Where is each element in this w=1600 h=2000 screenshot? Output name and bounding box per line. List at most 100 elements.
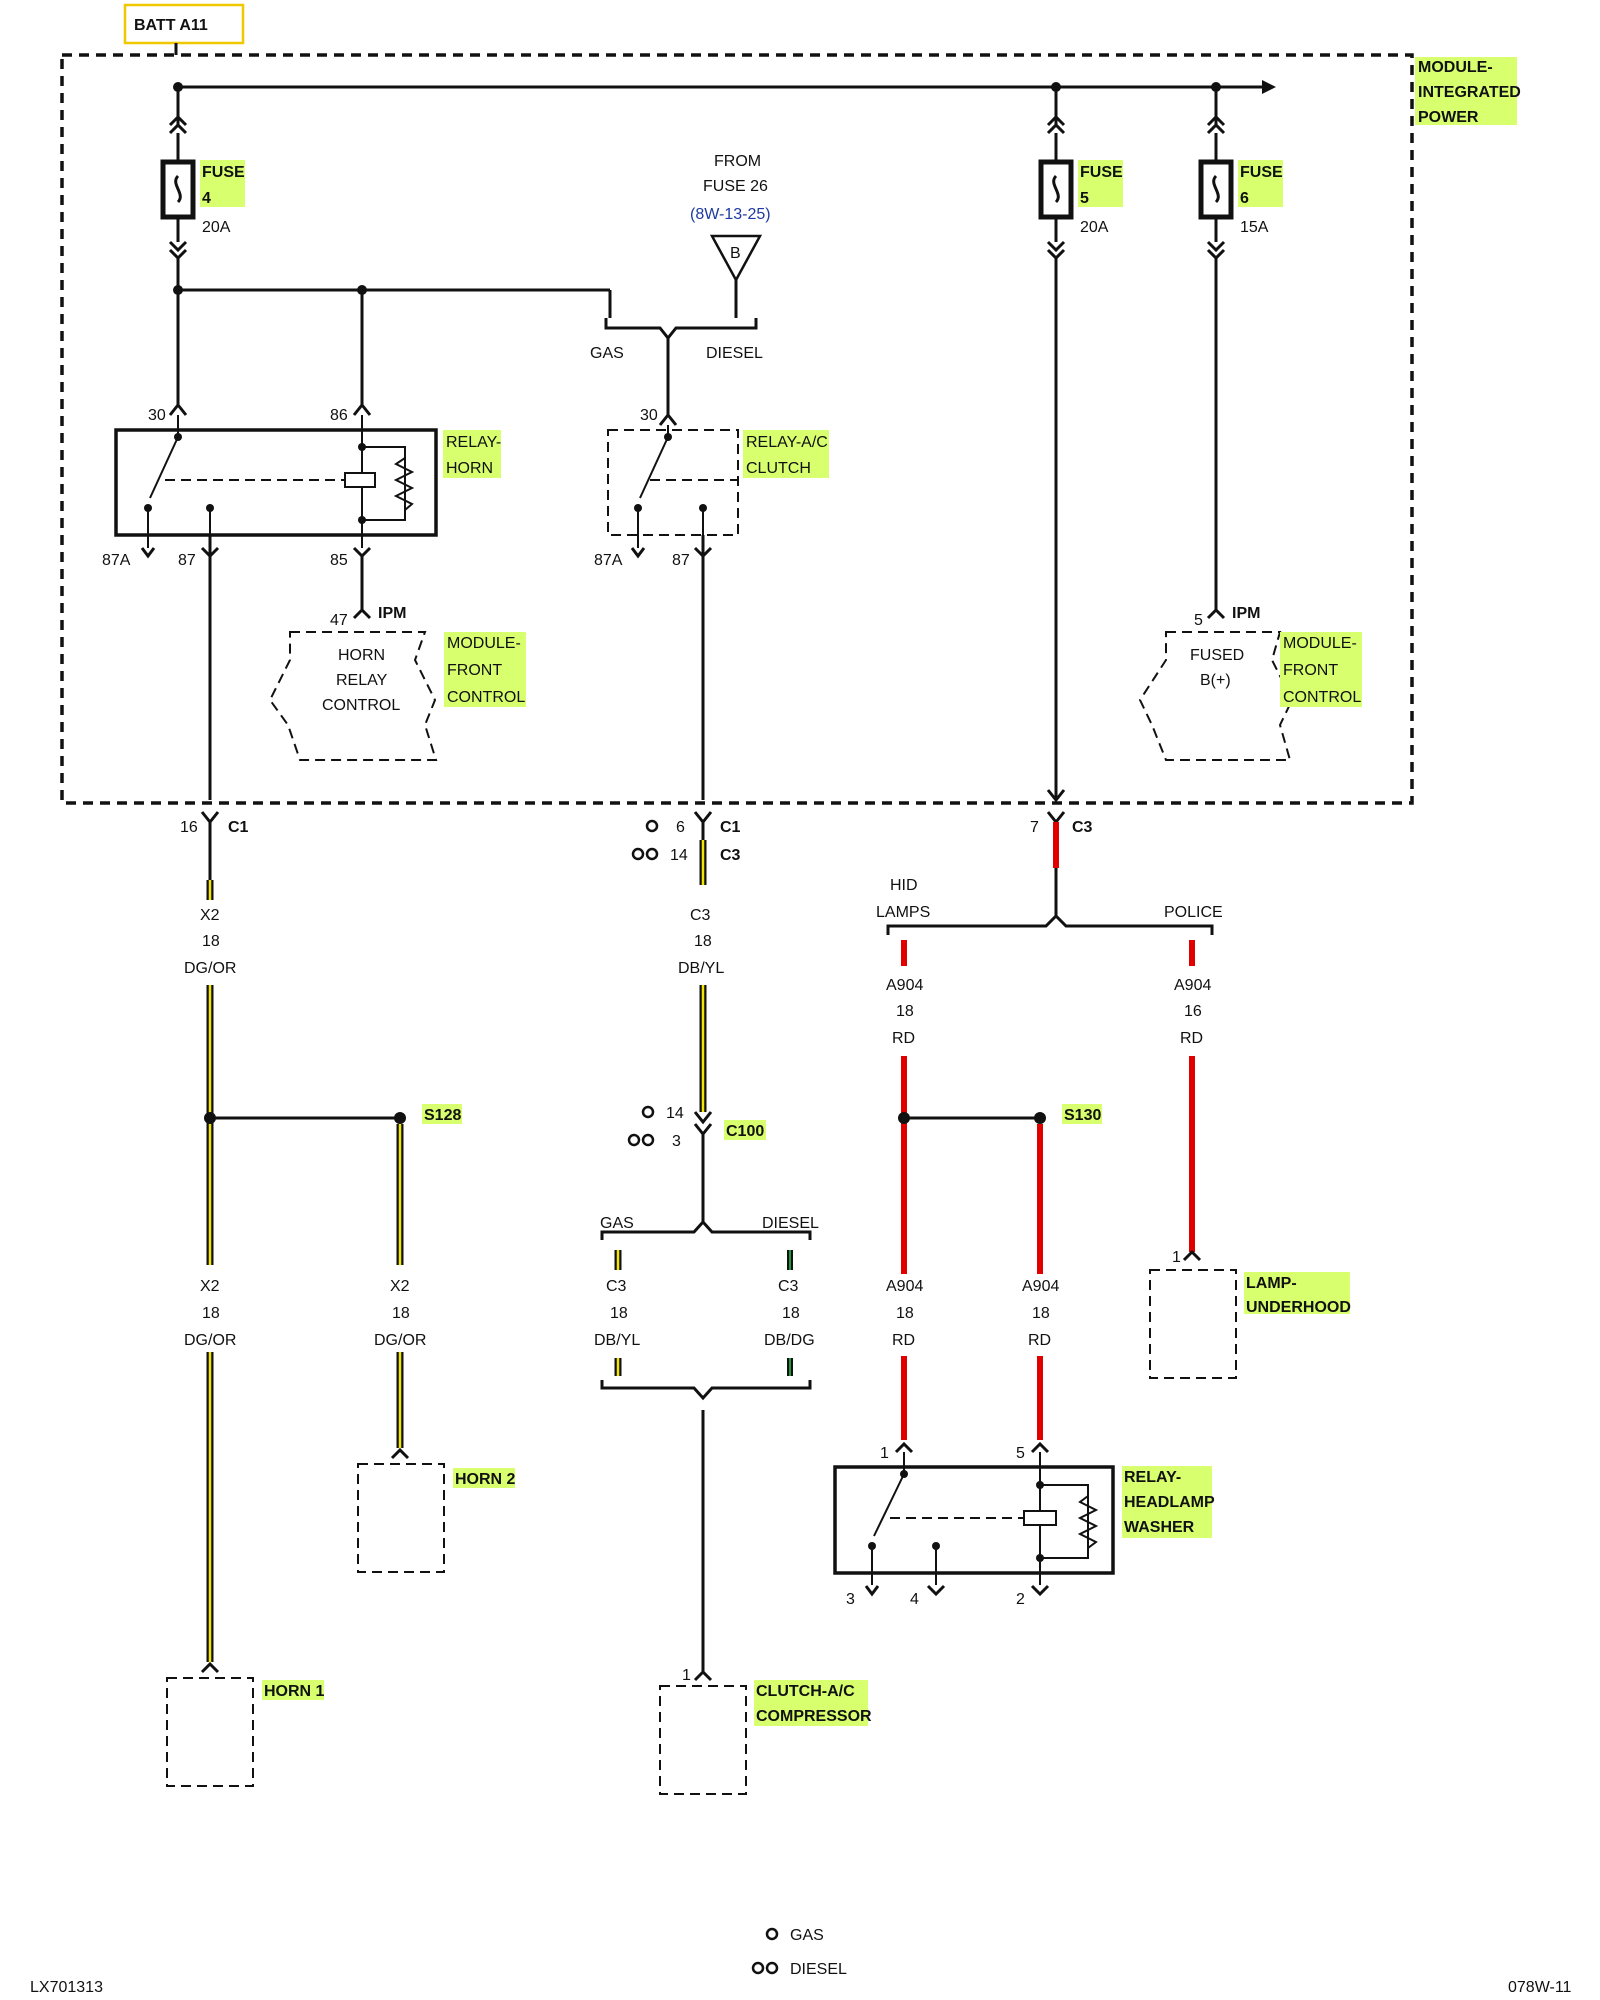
c3-mid-pin: 14 (670, 847, 688, 864)
wire-x2b-color: DG/OR (184, 1332, 236, 1349)
wire-c3diesel-circuit: C3 (778, 1278, 799, 1295)
c100-diesel-pin: 3 (672, 1133, 681, 1150)
hid-label-1: HID (890, 877, 918, 894)
fuse-5-amps: 20A (1080, 219, 1109, 236)
wire-a904a-color: RD (892, 1332, 915, 1349)
wire-c3a-gauge: 18 (694, 933, 712, 950)
fuse-4-number: 4 (202, 190, 211, 207)
wire-police-gauge: 16 (1184, 1003, 1202, 1020)
connector-b-label: B (730, 245, 741, 262)
wire-police-color: RD (1180, 1030, 1203, 1047)
relay-hl-label-3: WASHER (1124, 1519, 1195, 1536)
wire-a904b-gauge: 18 (1032, 1305, 1050, 1322)
from-fuse-label: FUSE 26 (703, 178, 768, 195)
fcm-right-text-2: B(+) (1200, 672, 1231, 689)
wire-hid-gauge: 18 (896, 1003, 914, 1020)
relay-hl-pin-5: 5 (1016, 1445, 1025, 1462)
fuse-5-label: FUSE (1080, 164, 1123, 181)
lamp-underhood-box (1149, 1269, 1237, 1379)
wire-hid-color: RD (892, 1030, 915, 1047)
wire-c3diesel-gauge: 18 (782, 1305, 800, 1322)
fcm-right-outline (1138, 631, 1294, 761)
gas-diesel-brace-top (604, 318, 758, 341)
fcm-right-module-3: CONTROL (1283, 689, 1361, 706)
top-gas-label: GAS (590, 345, 624, 362)
c3-mid-name: C3 (720, 847, 741, 864)
mid-diesel-label: DIESEL (762, 1215, 819, 1232)
wire-a904a-gauge: 18 (896, 1305, 914, 1322)
relay-horn-label-2: HORN (446, 460, 493, 477)
clutch-ac-compressor-box (659, 1685, 747, 1795)
fuse-6-number: 6 (1240, 190, 1249, 207)
wire-x2c-color: DG/OR (374, 1332, 426, 1349)
wire-a904b-color: RD (1028, 1332, 1051, 1349)
fuse-26-ref-link[interactable]: (8W-13-25) (690, 206, 771, 223)
wire-c3gas-gauge: 18 (610, 1305, 628, 1322)
legend-diesel: DIESEL (790, 1961, 847, 1978)
splice-s130: S130 (1064, 1107, 1101, 1124)
footer-left-code: LX701313 (30, 1979, 103, 1996)
fuse-6 (1198, 87, 1234, 620)
horn-1-box (166, 1677, 254, 1787)
relay-hl-pin-4: 4 (910, 1591, 919, 1608)
police-label: POLICE (1164, 904, 1223, 921)
relay-ac-clutch: 30 87A 87 (594, 407, 739, 800)
fuse-4 (160, 87, 196, 290)
legend: GAS DIESEL (751, 1927, 847, 1978)
c1-left-pin: 16 (180, 819, 198, 836)
mid-gas-label: GAS (600, 1215, 634, 1232)
top-diesel-label: DIESEL (706, 345, 763, 362)
wire-x2c-circuit: X2 (390, 1278, 410, 1295)
fcm-left-module-3: CONTROL (447, 689, 525, 706)
relay-ac-pin-87: 87 (672, 552, 690, 569)
wire-x2a-circuit: X2 (200, 907, 220, 924)
c1-mid-name: C1 (720, 819, 741, 836)
relay-horn-label-1: RELAY- (446, 434, 501, 451)
fcm-left-text-3: CONTROL (322, 697, 400, 714)
footer-right-code: 078W-11 (1508, 1979, 1572, 1996)
fuse-4-amps: 20A (202, 219, 231, 236)
fcm-right-ipm: IPM (1232, 605, 1260, 622)
batt-label: BATT A11 (134, 17, 208, 34)
wire-x2b-circuit: X2 (200, 1278, 220, 1295)
wire-police-circuit: A904 (1174, 977, 1211, 994)
horn-2-label: HORN 2 (455, 1471, 516, 1488)
relay-horn-pin-87a: 87A (102, 552, 131, 569)
relay-headlamp-washer: 1 5 3 4 2 (833, 1441, 1115, 1608)
relay-ac-pin-87a: 87A (594, 552, 623, 569)
wire-hid-circuit: A904 (886, 977, 923, 994)
fcm-left-text-2: RELAY (336, 672, 388, 689)
module-label-2: INTEGRATED (1418, 84, 1521, 101)
wire-x2b-gauge: 18 (202, 1305, 220, 1322)
lamp-label-2: UNDERHOOD (1246, 1299, 1351, 1316)
fuse-6-label: FUSE (1240, 164, 1283, 181)
c3-right-name: C3 (1072, 819, 1093, 836)
c3-right-pin: 7 (1030, 819, 1039, 836)
clutch-pin: 1 (682, 1667, 691, 1684)
wire-c3gas-circuit: C3 (606, 1278, 627, 1295)
fuse-4-label: FUSE (202, 164, 245, 181)
fuse-5 (1038, 87, 1074, 803)
c1-mid-pin: 6 (676, 819, 685, 836)
fcm-left-module-1: MODULE- (447, 635, 521, 652)
legend-gas: GAS (790, 1927, 824, 1944)
gas-marker-icon (645, 819, 659, 833)
clutch-label-1: CLUTCH-A/C (756, 1683, 855, 1700)
wire-c3a-color: DB/YL (678, 960, 724, 977)
relay-horn: 30 86 87A 87 85 (102, 402, 438, 800)
c100-gas-pin: 14 (666, 1105, 684, 1122)
fuse-5-number: 5 (1080, 190, 1089, 207)
relay-horn-pin-86: 86 (330, 407, 348, 424)
relay-ac-label-1: RELAY-A/C (746, 434, 828, 451)
diesel-marker-icon (631, 847, 645, 861)
horn-1-label: HORN 1 (264, 1683, 325, 1700)
wire-a904a-circuit: A904 (886, 1278, 923, 1295)
relay-hl-pin-1: 1 (880, 1445, 889, 1462)
hid-label-2: LAMPS (876, 904, 930, 921)
relay-hl-pin-2: 2 (1016, 1591, 1025, 1608)
fcm-left-module-2: FRONT (447, 662, 502, 679)
relay-ac-label-2: CLUTCH (746, 460, 811, 477)
relay-horn-pin-30: 30 (148, 407, 166, 424)
gas-diesel-brace-mid (600, 1219, 812, 1240)
